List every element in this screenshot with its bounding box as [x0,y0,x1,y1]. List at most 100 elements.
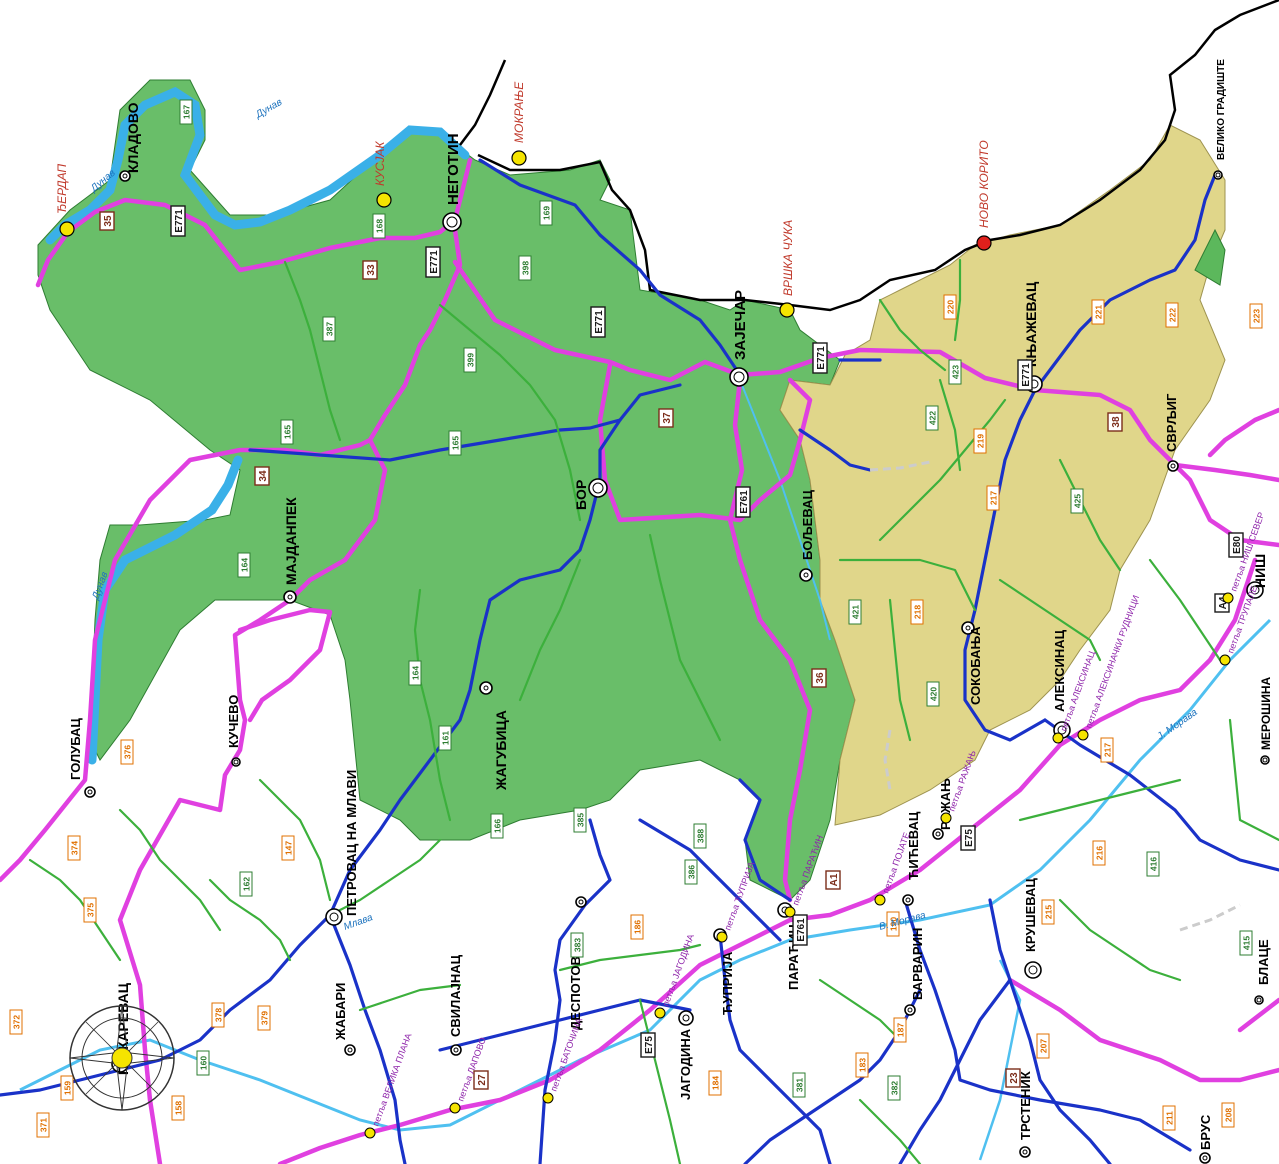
town-label: ВАРВАРИН [910,928,925,1000]
town-21[interactable]: КУЧЕВО [226,695,241,767]
route-shield-11: E80 [1228,532,1244,558]
town-5[interactable]: БОР [573,478,608,510]
town-marker-inner [1170,463,1176,469]
regional-shield-41: 216 [1092,840,1106,866]
town-marker-icon [1260,755,1270,765]
town-label: БРУС [1198,1114,1213,1150]
town-19[interactable]: ЖАБАРИ [333,983,356,1056]
regional-shield-53: 382 [887,1075,901,1101]
town-9[interactable]: СОКОБАЊА [961,621,983,705]
regional-road-number: 416 [1149,857,1159,871]
route-shield-4: 36 [811,668,827,688]
regional-road-number: 190 [889,917,899,931]
regional-road-number: 217 [1103,743,1113,757]
regional-shield-48: 159 [60,1075,74,1101]
town-26[interactable]: БРУС [1198,1114,1213,1164]
regional-road-number: 386 [687,865,697,879]
town-label: ПЕТРОВАЦ НА МЛАВИ [344,770,359,916]
town-label: КУЧЕВО [226,695,241,748]
regional-shield-31: 160 [196,1050,210,1076]
town-marker-icon [904,1004,916,1016]
route-number: A4 [1218,596,1229,609]
regional-road-number: 161 [441,731,451,745]
town-7[interactable]: МАЈДАНПЕК [283,497,299,604]
town-6[interactable]: БОЉЕВАЦ [799,490,815,582]
route-shield-14: E761 [792,914,808,946]
route-shield-12: 27 [473,1070,489,1090]
town-24[interactable]: ВАРВАРИН [904,928,925,1016]
route-number: E761 [739,490,750,514]
regional-shield-25: 215 [1041,899,1055,925]
town-marker-inner [483,685,489,691]
town-marker-inner [1202,1155,1208,1161]
exit-icon [654,1007,666,1019]
town-17[interactable]: ДЕСПОТОВАЦ [568,896,587,1030]
danube-river [45,86,470,245]
town-13[interactable]: КРУШЕВАЦ [1023,878,1042,979]
town-marker-inner [1215,172,1221,178]
regional-shield-24: 416 [1146,851,1160,877]
regional-shield-0: 167 [179,99,193,125]
regional-road-number: 371 [39,1118,49,1132]
town-label: МАЈДАНПЕК [283,497,299,585]
town-29[interactable]: ТРСТЕНИК [1018,1071,1033,1158]
town-30[interactable]: ВЕЛИКО ГРАДИШТЕ [1213,59,1227,180]
town-label: СВРЉИГ [1164,393,1179,452]
regional-road-number: 381 [795,1078,805,1092]
regional-road-number: 379 [260,1011,270,1025]
town-12[interactable]: ЋИЋЕВАЦ [902,811,921,906]
town-label: ЋУПРИЈА [720,951,735,1015]
town-18[interactable]: СВИЛАЈНАЦ [448,954,463,1056]
crossing-open-icon [59,221,75,237]
town-marker-inner [87,789,93,795]
crossing-label: КУСЈАК [373,141,387,186]
border-crossing-novo-korito[interactable]: НОВО КОРИТО [976,140,992,251]
motorway-network [0,157,1279,1164]
town-28[interactable]: НИШ [1246,554,1268,599]
town-20[interactable]: ПЕТРОВАЦ НА МЛАВИ [325,770,359,926]
exit-icon [1077,729,1089,741]
town-10[interactable]: АЛЕКСИНАЦ [1052,629,1071,739]
route-number: E771 [174,209,185,233]
regional-shield-26: 415 [1239,930,1253,956]
town-marker-inner [347,1047,353,1053]
regional-road-number: 378 [214,1008,224,1022]
town-0[interactable]: КЛАДОВО [119,102,141,182]
town-16[interactable]: ЈАГОДИНА [678,1010,694,1100]
town-marker-inner [905,897,911,903]
exit-icon [1052,732,1064,744]
town-marker-icon [729,367,749,387]
town-2[interactable]: ЗАЈЕЧАР [729,290,749,387]
crossing-closed-icon [976,235,992,251]
town-marker-inner [453,1047,459,1053]
town-marker-icon [119,170,131,182]
town-25[interactable]: БЛАЦЕ [1254,939,1271,1005]
regional-road-number: 169 [542,206,552,220]
town-1[interactable]: НЕГОТИН [442,133,462,232]
town-marker-icon [283,590,297,604]
compass-rose [69,1005,175,1111]
regional-shield-23: 425 [1070,488,1084,514]
route-number: 35 [103,215,114,227]
regional-shield-35: 186 [630,914,644,940]
town-8[interactable]: ЖАГУБИЦА [479,681,509,791]
border-crossing-djerdap[interactable]: ЂЕРДАП [55,164,75,237]
town-label: КЊАЖЕВАЦ [1023,281,1039,367]
route-shield-3: 34 [254,466,270,486]
town-27[interactable]: МЕРОШИНА [1259,676,1273,765]
regional-road-number: 399 [466,353,476,367]
route-number: E771 [594,310,605,334]
town-marker-icon [344,1044,356,1056]
town-22[interactable]: ГОЛУБАЦ [68,718,96,798]
border-crossing-mokranje[interactable]: МОКРАЊЕ [511,81,527,166]
regional-shield-12: 220 [943,294,957,320]
town-marker-icon [961,621,975,635]
regional-road-number: 415 [1242,936,1252,950]
region-green-small [1194,228,1226,286]
border-crossing-vrshka-chuka[interactable]: ВРШКА ЧУКА [779,220,795,318]
border-crossing-kusjak[interactable]: КУСЈАК [373,141,392,208]
town-4[interactable]: СВРЉИГ [1164,393,1179,472]
